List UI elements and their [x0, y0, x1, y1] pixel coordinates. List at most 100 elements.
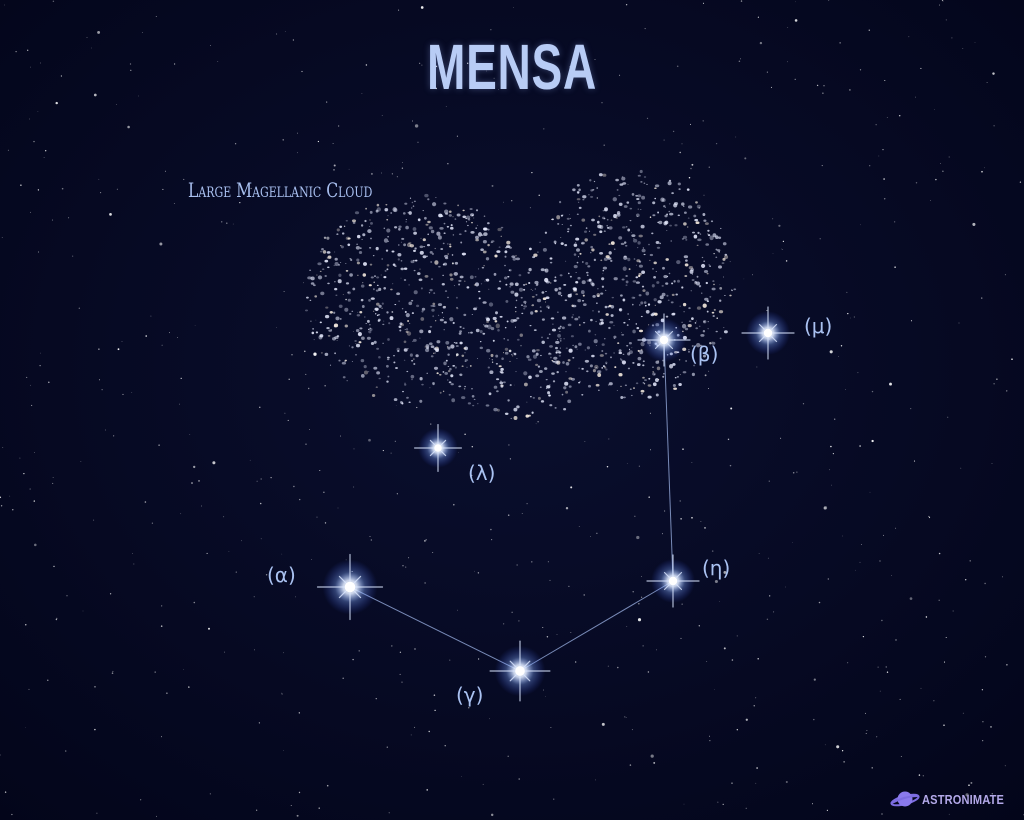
cloud-speck — [426, 255, 428, 258]
cloud-speck — [572, 356, 575, 359]
cloud-speck — [398, 227, 401, 231]
cloud-speck — [350, 258, 353, 262]
cloud-speck — [545, 296, 550, 300]
background-star — [766, 618, 769, 621]
background-star — [767, 557, 769, 559]
cloud-speck — [695, 281, 701, 286]
background-star — [823, 506, 827, 510]
cloud-speck — [696, 204, 701, 209]
cloud-speck — [504, 412, 509, 415]
cloud-speck — [423, 245, 426, 248]
background-star — [877, 666, 879, 668]
cloud-speck — [443, 321, 447, 324]
cloud-speck — [629, 219, 632, 222]
cloud-speck — [405, 313, 410, 318]
cloud-speck — [664, 220, 669, 225]
background-star — [962, 48, 964, 49]
background-star — [546, 636, 549, 638]
background-star — [409, 322, 411, 324]
cloud-speck — [487, 366, 490, 369]
cloud-speck — [511, 255, 516, 258]
cloud-speck — [591, 282, 595, 287]
cloud-speck — [546, 385, 551, 389]
cloud-speck — [447, 253, 450, 255]
cloud-speck — [690, 268, 695, 272]
cloud-speck — [552, 218, 554, 220]
cloud-speck — [515, 371, 517, 373]
cloud-speck — [442, 242, 445, 245]
cloud-speck — [611, 296, 615, 299]
cloud-speck — [682, 235, 688, 239]
background-star — [871, 439, 874, 443]
cloud-speck — [428, 226, 433, 230]
background-star — [631, 729, 633, 731]
cloud-speck — [640, 389, 645, 393]
background-star — [895, 527, 897, 529]
cloud-speck — [447, 370, 451, 373]
cloud-speck — [669, 224, 672, 227]
cloud-speck — [392, 207, 397, 212]
background-star — [93, 93, 97, 97]
background-star — [508, 444, 510, 446]
background-star — [700, 520, 702, 522]
cloud-speck — [333, 265, 335, 267]
cloud-speck — [695, 221, 700, 224]
cloud-speck — [373, 366, 378, 370]
cloud-speck — [326, 251, 331, 254]
cloud-speck — [618, 236, 623, 240]
background-star — [643, 383, 646, 385]
cloud-speck — [369, 210, 373, 214]
cloud-speck — [360, 374, 365, 378]
background-star — [297, 152, 298, 154]
background-star — [467, 62, 469, 64]
cloud-speck — [515, 254, 517, 257]
cloud-speck — [486, 348, 491, 353]
cloud-speck — [523, 300, 527, 304]
cloud-speck — [656, 366, 661, 371]
cloud-speck — [564, 243, 568, 247]
background-star — [757, 658, 759, 660]
cloud-speck — [430, 345, 435, 349]
cloud-speck — [398, 300, 400, 302]
cloud-speck — [581, 299, 585, 302]
background-star — [101, 389, 103, 391]
background-star — [226, 222, 228, 224]
background-star — [419, 62, 421, 64]
cloud-speck — [383, 238, 389, 243]
background-star — [434, 709, 436, 712]
cloud-speck — [709, 296, 712, 298]
cloud-speck — [643, 176, 647, 178]
cloud-speck — [442, 390, 445, 393]
cloud-speck — [439, 373, 442, 376]
background-star — [876, 736, 878, 738]
cloud-speck — [631, 234, 636, 238]
cloud-speck — [459, 275, 464, 279]
background-star — [795, 1, 796, 3]
cloud-speck — [600, 292, 604, 295]
cloud-speck — [659, 295, 664, 300]
cloud-speck — [666, 294, 669, 297]
cloud-speck — [663, 205, 666, 208]
cloud-speck — [482, 250, 487, 254]
cloud-speck — [564, 381, 569, 386]
cloud-speck — [628, 341, 632, 345]
cloud-speck — [629, 388, 632, 390]
background-star — [755, 697, 757, 699]
background-star — [82, 610, 84, 612]
cloud-speck — [555, 346, 558, 350]
cloud-speck — [431, 278, 433, 281]
cloud-speck — [641, 248, 646, 253]
cloud-speck — [340, 245, 344, 249]
cloud-speck — [567, 293, 572, 298]
cloud-speck — [641, 285, 645, 288]
background-star — [33, 500, 35, 502]
cloud-speck — [432, 382, 435, 385]
cloud-speck — [499, 370, 503, 373]
cloud-speck — [606, 226, 610, 229]
cloud-speck — [554, 287, 559, 292]
background-star — [90, 47, 92, 49]
background-star — [672, 130, 675, 133]
cloud-speck — [535, 374, 540, 378]
cloud-speck — [440, 215, 444, 217]
cloud-speck — [345, 269, 349, 272]
